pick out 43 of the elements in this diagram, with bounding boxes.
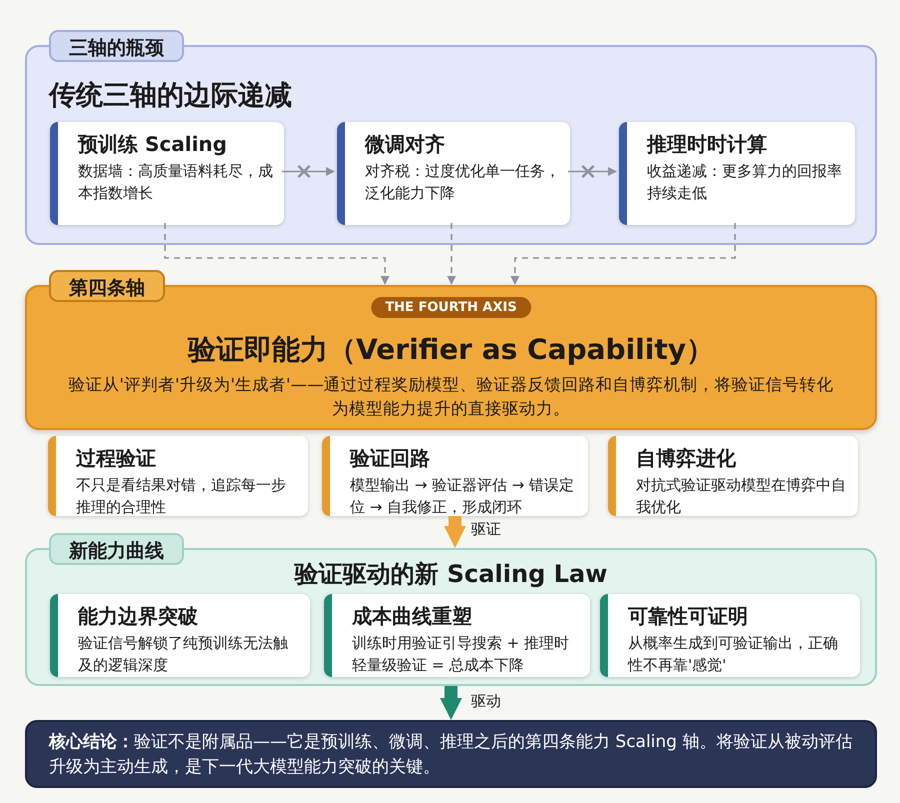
info-card xyxy=(50,594,310,677)
arrow xyxy=(447,223,456,285)
block-arrow xyxy=(440,686,462,720)
info-card xyxy=(322,436,588,516)
card-text: 从概率生成到可验证输出，正确性不再靠'感觉' xyxy=(628,633,839,676)
card-text: 数据墙：高质量语料耗尽，成本指数增长 xyxy=(78,161,274,204)
arrow xyxy=(164,223,390,285)
card-title: 验证回路 xyxy=(350,445,431,472)
block-arrow xyxy=(444,516,466,548)
info-card xyxy=(324,594,590,677)
group-tag: 三轴的瓶颈 xyxy=(49,30,184,62)
info-card xyxy=(337,122,570,225)
card-text: 训练时用验证引导搜索 + 推理时轻量级验证 = 总成本下降 xyxy=(352,633,570,676)
card-title: 过程验证 xyxy=(76,445,157,472)
group-tag: 第四条轴 xyxy=(49,270,165,302)
card-title: 推理时时计算 xyxy=(647,131,768,158)
group-tag: 新能力曲线 xyxy=(49,533,184,565)
card-title: 预训练 Scaling xyxy=(78,131,228,158)
card-text: 对齐税：过度优化单一任务，泛化能力下降 xyxy=(365,161,560,204)
arrow xyxy=(510,223,736,285)
description-text: 验证从'评判者'升级为'生成者'——通过过程奖励模型、验证器反馈回路和自博弈机制，将验证信号转化为模型能力提升的直接驱动力。 xyxy=(67,374,835,420)
card-title: 自博弈进化 xyxy=(636,445,737,472)
card-title: 成本曲线重塑 xyxy=(352,603,473,630)
card-text: 对抗式验证驱动模型在博弈中自我优化 xyxy=(636,475,847,518)
card-text: 模型输出 → 验证器评估 → 错误定位 → 自我修正，形成闭环 xyxy=(350,475,576,518)
card-text: 不只是看结果对错，追踪每一步推理的合理性 xyxy=(76,475,287,518)
blocked-arrow xyxy=(568,165,617,178)
info-card xyxy=(619,122,855,225)
blocked-arrow xyxy=(282,165,335,178)
conclusion-text: 核心结论：验证不是附属品——它是预训练、微调、推理之后的第四条能力 Scaling 轴。将验证从被动评估升级为主动生成，是下一代大模型能力突破的关键。 xyxy=(25,720,877,788)
info-card xyxy=(600,594,860,677)
card-title: 能力边界突破 xyxy=(78,603,199,630)
card-text: 收益递减：更多算力的回报率持续走低 xyxy=(647,161,843,204)
section-heading: 验证驱动的新 Scaling Law xyxy=(293,559,608,590)
section-heading: 传统三轴的边际递减 xyxy=(49,79,292,113)
section-heading: 验证即能力（Verifier as Capability） xyxy=(186,332,715,368)
card-title: 可靠性可证明 xyxy=(628,603,749,630)
axis-badge: THE FOURTH AXIS xyxy=(371,297,531,318)
card-title: 微调对齐 xyxy=(365,131,446,158)
card-text: 验证信号解锁了纯预训练无法触及的逻辑深度 xyxy=(78,633,289,676)
info-card xyxy=(608,436,858,516)
info-card xyxy=(50,122,284,225)
info-card xyxy=(48,436,308,516)
